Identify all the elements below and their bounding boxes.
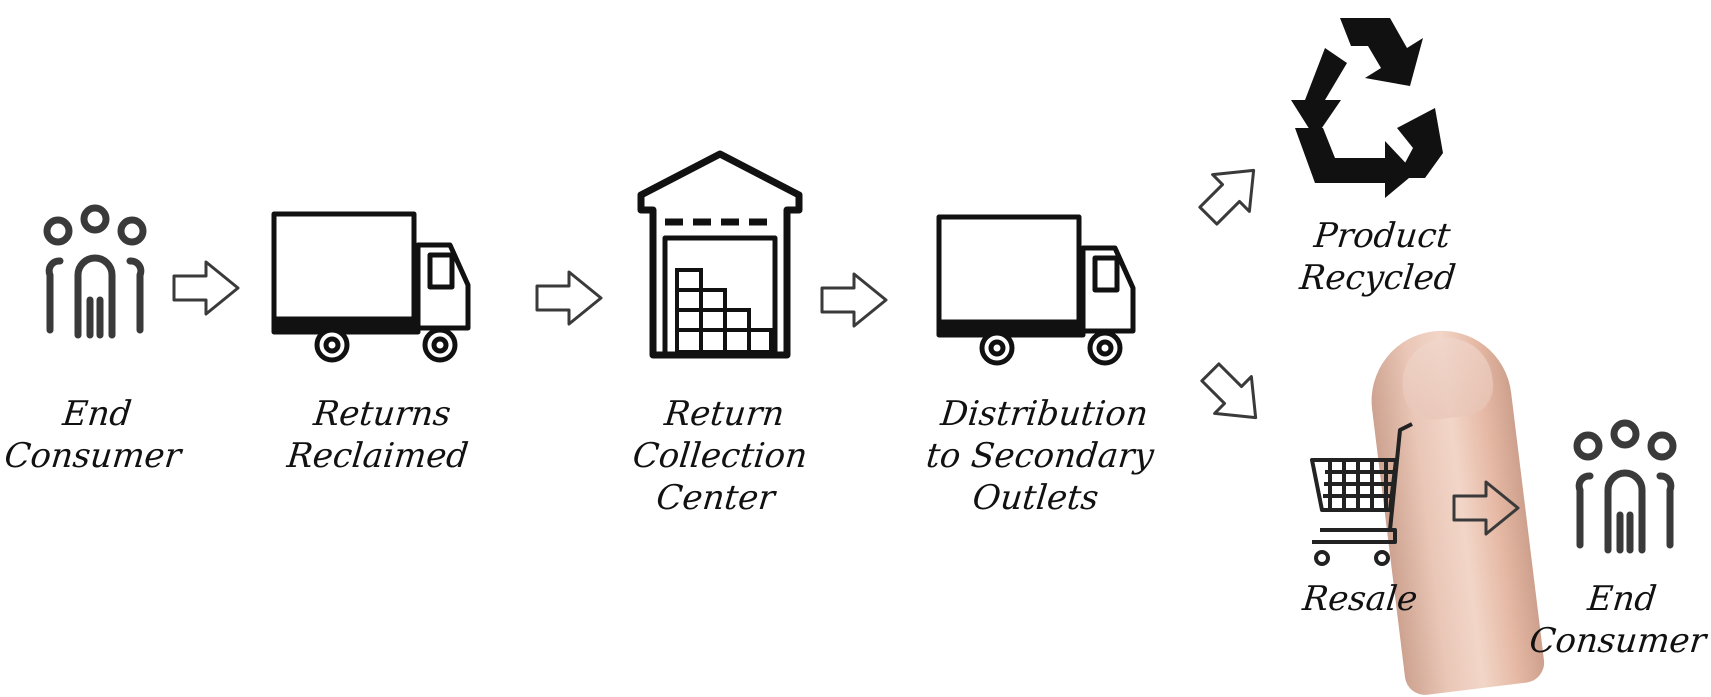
label-return-collection-center: Return Collection Center (613, 393, 826, 519)
arrow-icon (1452, 480, 1520, 536)
recycle-icon (1291, 18, 1443, 198)
label-line: End (1585, 579, 1659, 619)
truck-icon (271, 211, 471, 363)
people-icon (43, 204, 147, 339)
label-line: Recycled (1297, 258, 1458, 298)
label-line: Product (1312, 216, 1453, 256)
arrow-icon (820, 272, 888, 328)
label-product-recycled: Product Recycled (1286, 215, 1475, 299)
label-line: Outlets (970, 478, 1101, 518)
label-line: Resale (1300, 579, 1420, 619)
shopping-cart-icon (1310, 422, 1413, 566)
label-line: Center (654, 478, 777, 518)
truck-icon (936, 214, 1136, 366)
label-line: Consumer (1527, 621, 1709, 661)
arrow-icon (1200, 362, 1258, 420)
label-resale: Resale (1288, 578, 1432, 620)
label-end-consumer: End Consumer (1, 393, 190, 477)
label-line: Returns (311, 394, 453, 434)
diagram-canvas: End Consumer Returns Reclaimed Return Co… (1, 18, 1711, 697)
arrow-icon (1198, 168, 1256, 226)
label-line: Consumer (2, 436, 184, 476)
arrow-icon (172, 260, 240, 316)
label-line: to Secondary (924, 436, 1156, 476)
label-line: Return (662, 394, 787, 434)
label-line: End (60, 394, 134, 434)
label-line: Collection (630, 436, 810, 476)
label-returns-reclaimed: Returns Reclaimed (276, 393, 485, 477)
label-end-consumer-2: End Consumer (1526, 578, 1711, 662)
arrow-icon (535, 270, 603, 326)
people-icon (1573, 419, 1677, 554)
label-line: Distribution (938, 394, 1150, 434)
label-line: Reclaimed (285, 436, 471, 476)
warehouse-icon (637, 150, 803, 359)
label-distribution: Distribution to Secondary Outlets (913, 393, 1166, 519)
